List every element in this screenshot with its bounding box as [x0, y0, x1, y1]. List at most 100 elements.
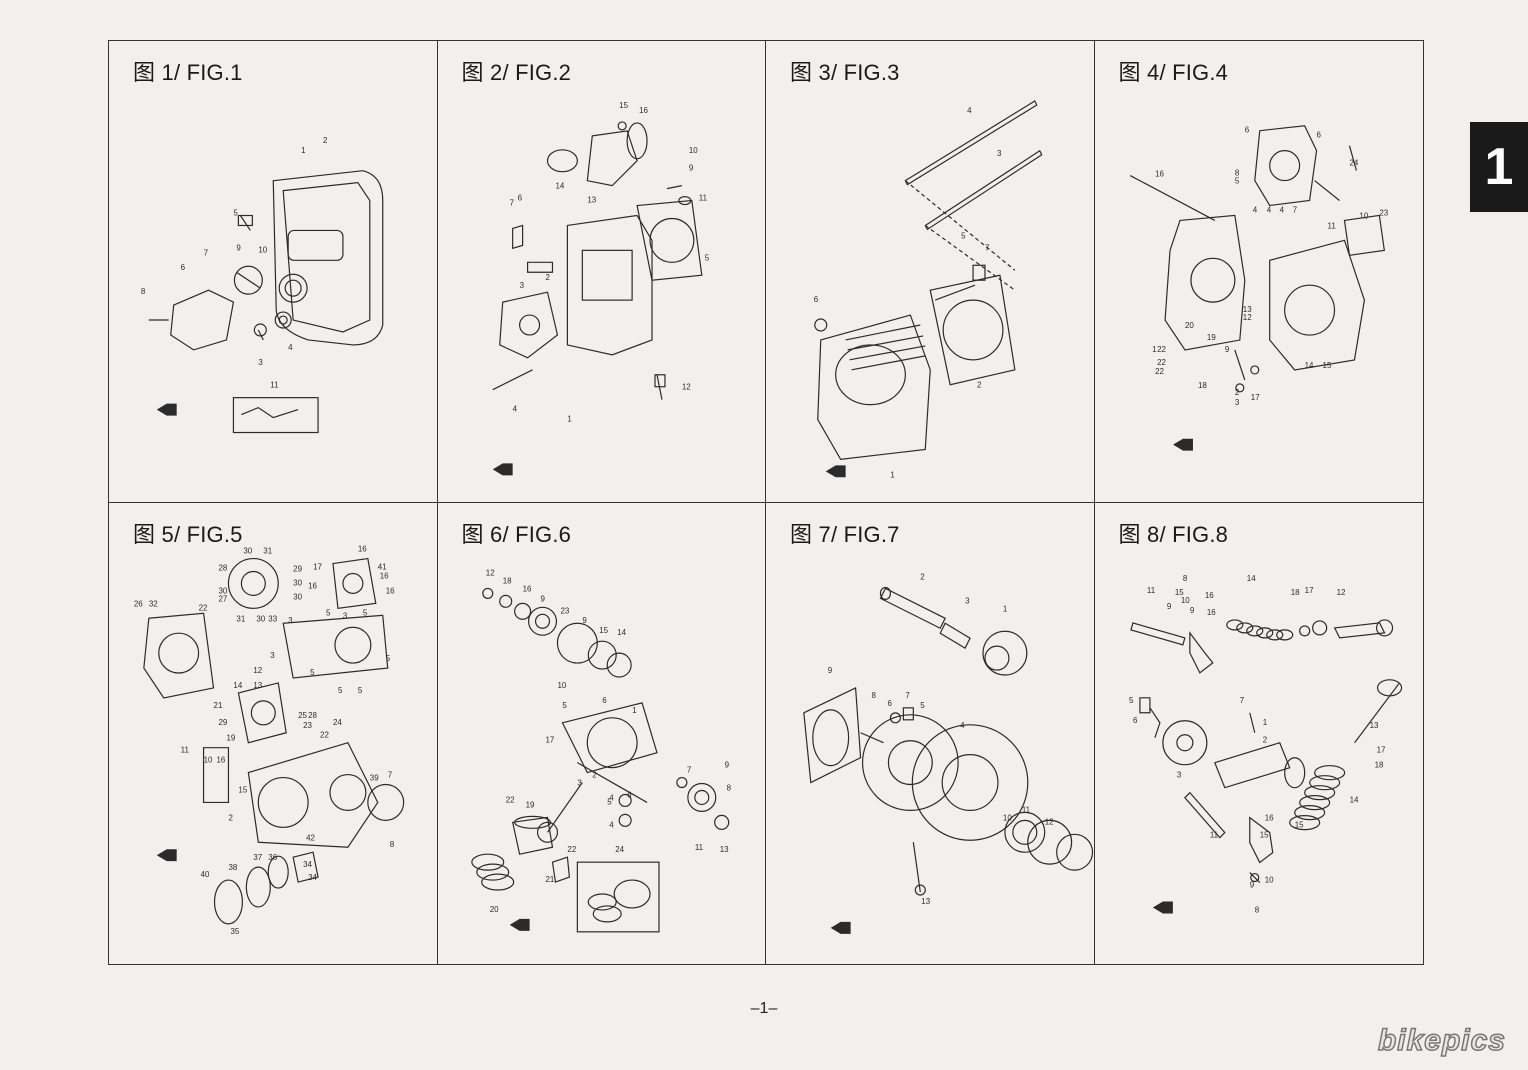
front-arrow-icon	[825, 465, 846, 478]
svg-text:15: 15	[1322, 361, 1331, 370]
svg-text:5: 5	[607, 797, 612, 806]
svg-text:17: 17	[545, 735, 554, 744]
svg-text:34: 34	[308, 873, 317, 882]
svg-text:9: 9	[828, 666, 833, 675]
front-arrow-icon	[509, 918, 530, 931]
svg-text:11: 11	[1209, 830, 1218, 839]
svg-text:4: 4	[1279, 205, 1284, 214]
svg-text:10: 10	[1003, 813, 1012, 822]
svg-text:14: 14	[555, 182, 564, 191]
svg-text:35: 35	[230, 926, 239, 935]
svg-text:2: 2	[592, 770, 597, 779]
svg-text:17: 17	[1304, 585, 1313, 594]
svg-text:22: 22	[1157, 358, 1166, 367]
svg-text:6: 6	[602, 695, 607, 704]
figure-title: 图 1/ FIG.1	[133, 60, 243, 85]
svg-text:1: 1	[1003, 604, 1008, 613]
svg-text:6: 6	[627, 790, 632, 799]
svg-text:15: 15	[619, 101, 628, 110]
svg-text:26: 26	[134, 599, 143, 608]
svg-text:22: 22	[567, 845, 576, 854]
svg-text:3: 3	[288, 616, 293, 625]
svg-text:15: 15	[1259, 830, 1268, 839]
svg-text:27: 27	[218, 594, 227, 603]
svg-text:5: 5	[363, 608, 368, 617]
svg-text:2: 2	[323, 136, 328, 145]
chapter-tab: 1	[1470, 122, 1528, 212]
svg-text:5: 5	[326, 608, 331, 617]
svg-text:4: 4	[1252, 205, 1257, 214]
svg-text:21: 21	[545, 875, 554, 884]
svg-text:22: 22	[505, 795, 514, 804]
svg-text:23: 23	[560, 606, 569, 615]
svg-text:12: 12	[1045, 817, 1054, 826]
svg-text:24: 24	[333, 717, 342, 726]
svg-text:5: 5	[562, 700, 567, 709]
svg-text:4: 4	[609, 793, 614, 802]
svg-text:1: 1	[301, 146, 306, 155]
svg-text:42: 42	[306, 833, 315, 842]
svg-text:16: 16	[1155, 170, 1164, 179]
svg-text:8: 8	[726, 783, 731, 792]
svg-text:5: 5	[1234, 177, 1239, 186]
svg-text:4: 4	[288, 343, 293, 352]
svg-text:7: 7	[509, 199, 514, 208]
svg-text:14: 14	[233, 680, 242, 689]
svg-text:25: 25	[298, 710, 307, 719]
svg-text:15: 15	[238, 785, 247, 794]
svg-text:5: 5	[310, 668, 315, 677]
svg-text:7: 7	[388, 770, 393, 779]
svg-text:3: 3	[577, 778, 582, 787]
svg-text:18: 18	[502, 576, 511, 585]
svg-text:19: 19	[226, 733, 235, 742]
svg-text:36: 36	[268, 853, 277, 862]
svg-text:16: 16	[386, 586, 395, 595]
svg-text:20: 20	[489, 904, 498, 913]
svg-text:19: 19	[525, 800, 534, 809]
svg-text:38: 38	[228, 863, 237, 872]
svg-text:11: 11	[270, 381, 279, 390]
front-arrow-icon	[1172, 438, 1193, 451]
svg-text:16: 16	[1206, 607, 1215, 616]
svg-text:11: 11	[694, 843, 703, 852]
svg-text:7: 7	[905, 690, 910, 699]
svg-text:16: 16	[522, 584, 531, 593]
svg-text:14: 14	[1246, 573, 1255, 582]
svg-text:16: 16	[639, 106, 648, 115]
svg-text:30: 30	[243, 546, 252, 555]
svg-text:23: 23	[1379, 208, 1388, 217]
svg-text:11: 11	[1327, 221, 1336, 230]
svg-text:3: 3	[965, 596, 970, 605]
front-arrow-icon	[492, 463, 513, 476]
svg-text:10: 10	[204, 755, 213, 764]
svg-text:6: 6	[814, 295, 819, 304]
front-arrow-icon	[156, 403, 177, 416]
svg-text:31: 31	[236, 614, 245, 623]
svg-text:3: 3	[343, 611, 348, 620]
svg-text:28: 28	[218, 563, 227, 572]
figure-title: 图 8/ FIG.8	[1118, 521, 1229, 547]
svg-text:4: 4	[1266, 205, 1271, 214]
svg-text:1: 1	[567, 415, 572, 424]
svg-text:11: 11	[1146, 585, 1155, 594]
svg-text:24: 24	[615, 845, 624, 854]
svg-text:12: 12	[681, 383, 690, 392]
svg-text:8: 8	[1182, 573, 1187, 582]
svg-text:22: 22	[320, 730, 329, 739]
svg-text:3: 3	[1176, 770, 1181, 779]
svg-text:16: 16	[1204, 590, 1213, 599]
svg-text:8: 8	[872, 690, 877, 699]
svg-text:5: 5	[233, 209, 238, 218]
svg-text:31: 31	[263, 546, 272, 555]
svg-text:8: 8	[141, 287, 146, 296]
page-number: –1–	[750, 1000, 778, 1017]
svg-text:2: 2	[920, 572, 925, 581]
svg-text:7: 7	[1239, 695, 1244, 704]
svg-text:40: 40	[201, 870, 210, 879]
